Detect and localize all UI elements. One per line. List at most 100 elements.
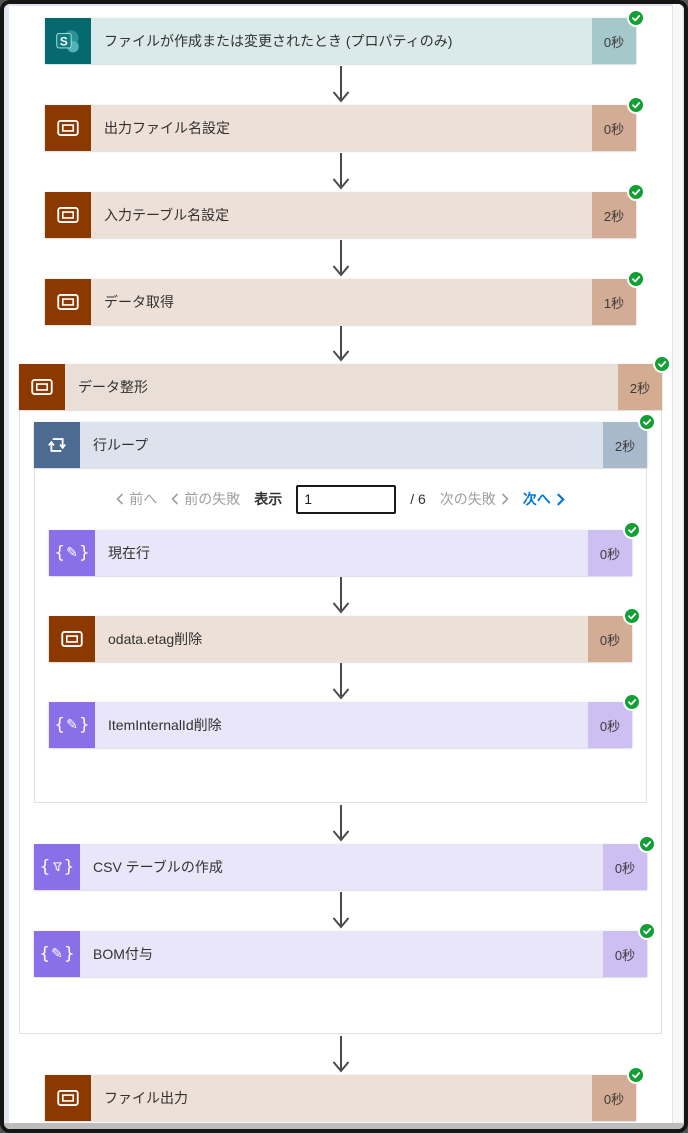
action-duration: 2秒	[618, 364, 662, 410]
connector-arrow	[34, 803, 647, 844]
svg-text:S: S	[60, 35, 68, 49]
variables-icon: {✎}	[49, 702, 95, 748]
compose-icon	[45, 279, 91, 325]
arrow-down-icon	[332, 663, 349, 700]
action-duration: 0秒	[592, 18, 636, 64]
arrow-down-icon	[332, 891, 349, 929]
success-check-icon	[638, 922, 656, 940]
action-card-get-data[interactable]: データ取得 1秒	[45, 270, 645, 325]
action-title: データ取得	[91, 279, 592, 325]
success-check-icon	[623, 607, 641, 625]
action-duration: 0秒	[588, 530, 632, 576]
action-title: CSV テーブルの作成	[80, 844, 603, 890]
connector-arrow	[49, 662, 632, 702]
loop-header-card-row-loop[interactable]: 行ループ 2秒	[34, 413, 656, 468]
horizontal-scrollbar[interactable]	[4, 1123, 684, 1129]
action-card-current-row[interactable]: {✎} 現在行 0秒	[49, 521, 641, 576]
pager-next-button[interactable]: 次へ	[523, 489, 565, 509]
pager-next-failed-button[interactable]: 次の失敗	[440, 489, 509, 509]
action-duration: 2秒	[592, 192, 636, 238]
compose-icon	[49, 616, 95, 662]
action-title: ファイルが作成または変更されたとき (プロパティのみ)	[91, 18, 592, 64]
scope-data-shaping: データ整形 2秒	[19, 355, 671, 1034]
action-card-set-input-table[interactable]: 入力テーブル名設定 2秒	[45, 183, 645, 238]
connector-arrow	[49, 576, 632, 616]
success-check-icon	[627, 183, 645, 201]
compose-icon	[45, 105, 91, 151]
action-card-set-output-filename[interactable]: 出力ファイル名設定 0秒	[45, 96, 645, 151]
action-card-remove-item-internal-id[interactable]: {✎} ItemInternalId削除 0秒	[49, 693, 641, 748]
action-title: データ整形	[65, 364, 618, 410]
loop-bottom-spacer	[49, 748, 632, 802]
action-duration: 0秒	[588, 616, 632, 662]
arrow-down-icon	[332, 1035, 349, 1073]
funnel-icon	[52, 862, 62, 872]
action-title: BOM付与	[80, 931, 603, 977]
action-card-create-csv-table[interactable]: { } CSV テーブルの作成 0秒	[34, 835, 656, 890]
sharepoint-icon: S	[45, 18, 91, 64]
action-title: 入力テーブル名設定	[91, 192, 592, 238]
pager-page-input[interactable]	[296, 484, 397, 514]
pager-total-pages: / 6	[410, 491, 426, 507]
canvas-left-edge	[4, 4, 9, 1129]
connector-arrow	[9, 64, 672, 105]
loop-iteration-pager: 前へ 前の失敗 表示 / 6 次の失敗	[49, 468, 632, 530]
scope-bottom-spacer	[34, 977, 647, 1033]
compose-icon	[45, 1075, 91, 1121]
chevron-left-icon	[171, 493, 179, 505]
arrow-down-icon	[332, 152, 349, 190]
vertical-scrollbar[interactable]	[672, 4, 684, 1123]
arrow-down-icon	[332, 577, 349, 614]
data-operation-funnel-icon: { }	[34, 844, 80, 890]
action-duration: 0秒	[603, 931, 647, 977]
pager-display-label: 表示	[254, 491, 283, 507]
action-card-file-output[interactable]: ファイル出力 0秒	[45, 1066, 645, 1121]
chevron-right-icon	[556, 492, 565, 506]
action-card-remove-odata-etag[interactable]: odata.etag削除 0秒	[49, 607, 641, 662]
pager-previous-failed-button[interactable]: 前の失敗	[171, 489, 240, 509]
compose-icon	[45, 192, 91, 238]
action-duration: 0秒	[588, 702, 632, 748]
action-duration: 0秒	[592, 105, 636, 151]
arrow-down-icon	[332, 326, 349, 362]
success-check-icon	[638, 413, 656, 431]
action-duration: 0秒	[592, 1075, 636, 1121]
action-title: 出力ファイル名設定	[91, 105, 592, 151]
success-check-icon	[627, 1066, 645, 1084]
scope-header-card-data-shaping[interactable]: データ整形 2秒	[19, 355, 671, 410]
arrow-down-icon	[332, 239, 349, 277]
loop-icon	[34, 422, 80, 468]
scope-icon	[19, 364, 65, 410]
connector-arrow	[9, 151, 672, 192]
connector-arrow	[9, 1034, 672, 1075]
scope-content: 行ループ 2秒 前へ 前の失敗	[19, 410, 662, 1034]
success-check-icon	[653, 355, 671, 373]
success-check-icon	[627, 270, 645, 288]
action-duration: 1秒	[592, 279, 636, 325]
success-check-icon	[627, 9, 645, 27]
variables-icon: {✎}	[49, 530, 95, 576]
success-check-icon	[638, 835, 656, 853]
connector-arrow	[9, 325, 672, 364]
variables-icon: {✎}	[34, 931, 80, 977]
action-card-add-bom[interactable]: {✎} BOM付与 0秒	[34, 922, 656, 977]
action-duration: 0秒	[603, 844, 647, 890]
connector-arrow	[34, 890, 647, 931]
trigger-card-file-created-or-modified[interactable]: S ファイルが作成または変更されたとき (プロパティのみ) 0秒	[45, 9, 645, 64]
loop-content: 前へ 前の失敗 表示 / 6 次の失敗	[34, 468, 647, 803]
action-duration: 2秒	[603, 422, 647, 468]
success-check-icon	[627, 96, 645, 114]
action-title: ItemInternalId削除	[95, 702, 588, 748]
action-title: odata.etag削除	[95, 616, 588, 662]
flow-canvas: S ファイルが作成または変更されたとき (プロパティのみ) 0秒 出力ファイル名…	[9, 6, 672, 1123]
canvas-top-edge	[4, 4, 684, 6]
arrow-down-icon	[332, 65, 349, 103]
success-check-icon	[623, 521, 641, 539]
action-title: 現在行	[95, 530, 588, 576]
pager-previous-button[interactable]: 前へ	[116, 489, 157, 509]
chevron-left-icon	[116, 493, 124, 505]
arrow-down-icon	[332, 804, 349, 842]
connector-arrow	[9, 238, 672, 279]
action-title: ファイル出力	[91, 1075, 592, 1121]
